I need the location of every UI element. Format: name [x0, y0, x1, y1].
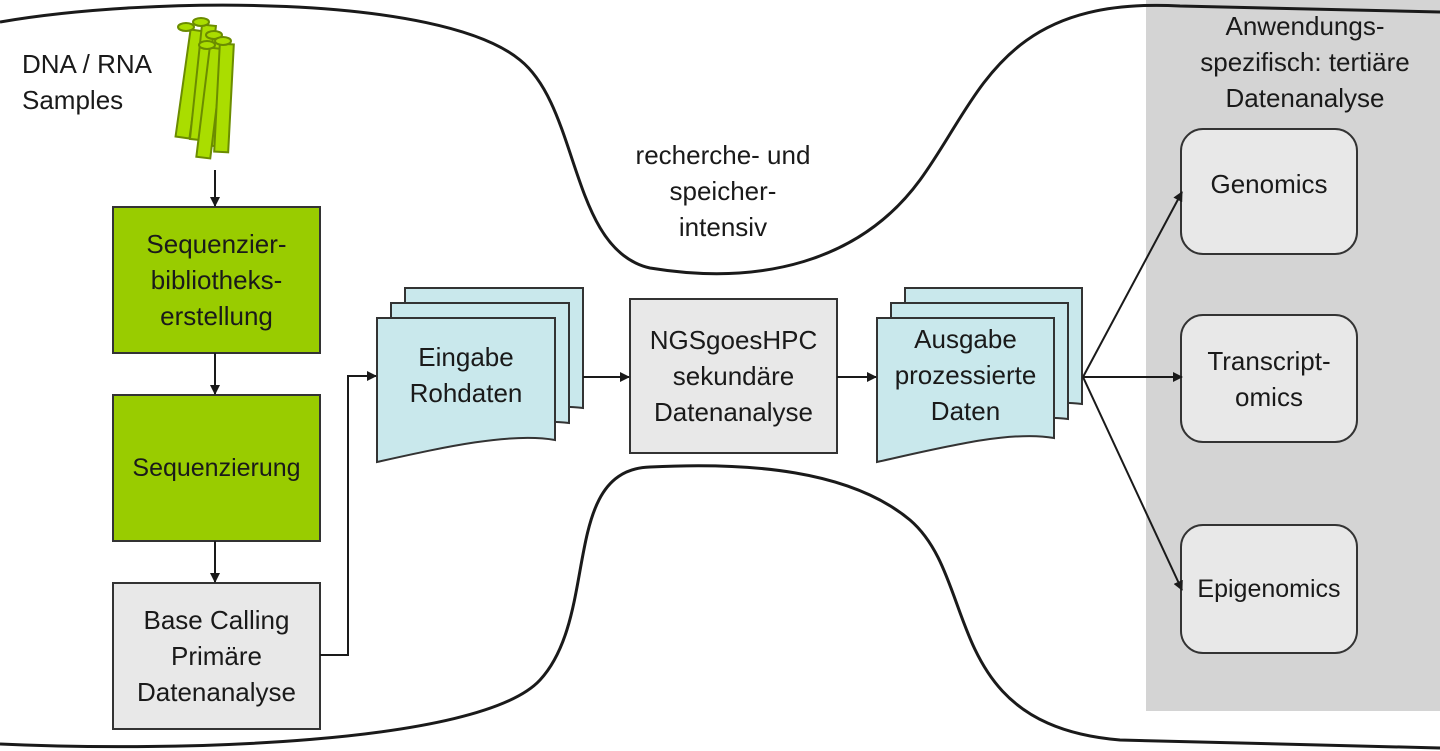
base-calling-label: Base Calling Primäre Datenanalyse: [137, 605, 296, 707]
input-data-label: Eingabe Rohdaten: [409, 342, 523, 408]
secondary-analysis-label: NGSgoesHPC sekundäre Datenanalyse: [649, 325, 818, 427]
library-prep-box: [112, 206, 321, 354]
sequencing-box: [112, 394, 321, 542]
tertiary-title: Anwendungs- spezifisch: tertiäre Datenan…: [1200, 11, 1410, 113]
input-data-document-stack: [376, 287, 584, 464]
intensive-note: recherche- und speicher- intensiv: [635, 140, 811, 242]
transcriptomics-label: Transcript- omics: [1207, 345, 1331, 412]
arrow-output-to-epigenomics: [1082, 376, 1183, 591]
base-calling-box: [112, 582, 321, 730]
output-data-document-stack: [876, 287, 1083, 464]
epigenomics-label: Epigenomics: [1197, 575, 1341, 603]
library-prep-label: Sequenzier- bibliotheks- erstellung: [146, 229, 287, 331]
boundary-curve-bottom: [0, 464, 1440, 750]
test-tubes-icon: [174, 17, 235, 160]
secondary-analysis-box: [629, 298, 838, 454]
samples-label: DNA / RNA Samples: [22, 49, 153, 115]
arrow-output-to-genomics: [1082, 191, 1183, 378]
sequencing-label: Sequenzierung: [132, 454, 301, 482]
arrow-basecalling-to-input: [320, 371, 377, 656]
boundary-curve-top: [0, 3, 1440, 276]
genomics-label: Genomics: [1210, 169, 1328, 199]
output-data-label: Ausgabe prozessierte Daten: [894, 324, 1037, 426]
